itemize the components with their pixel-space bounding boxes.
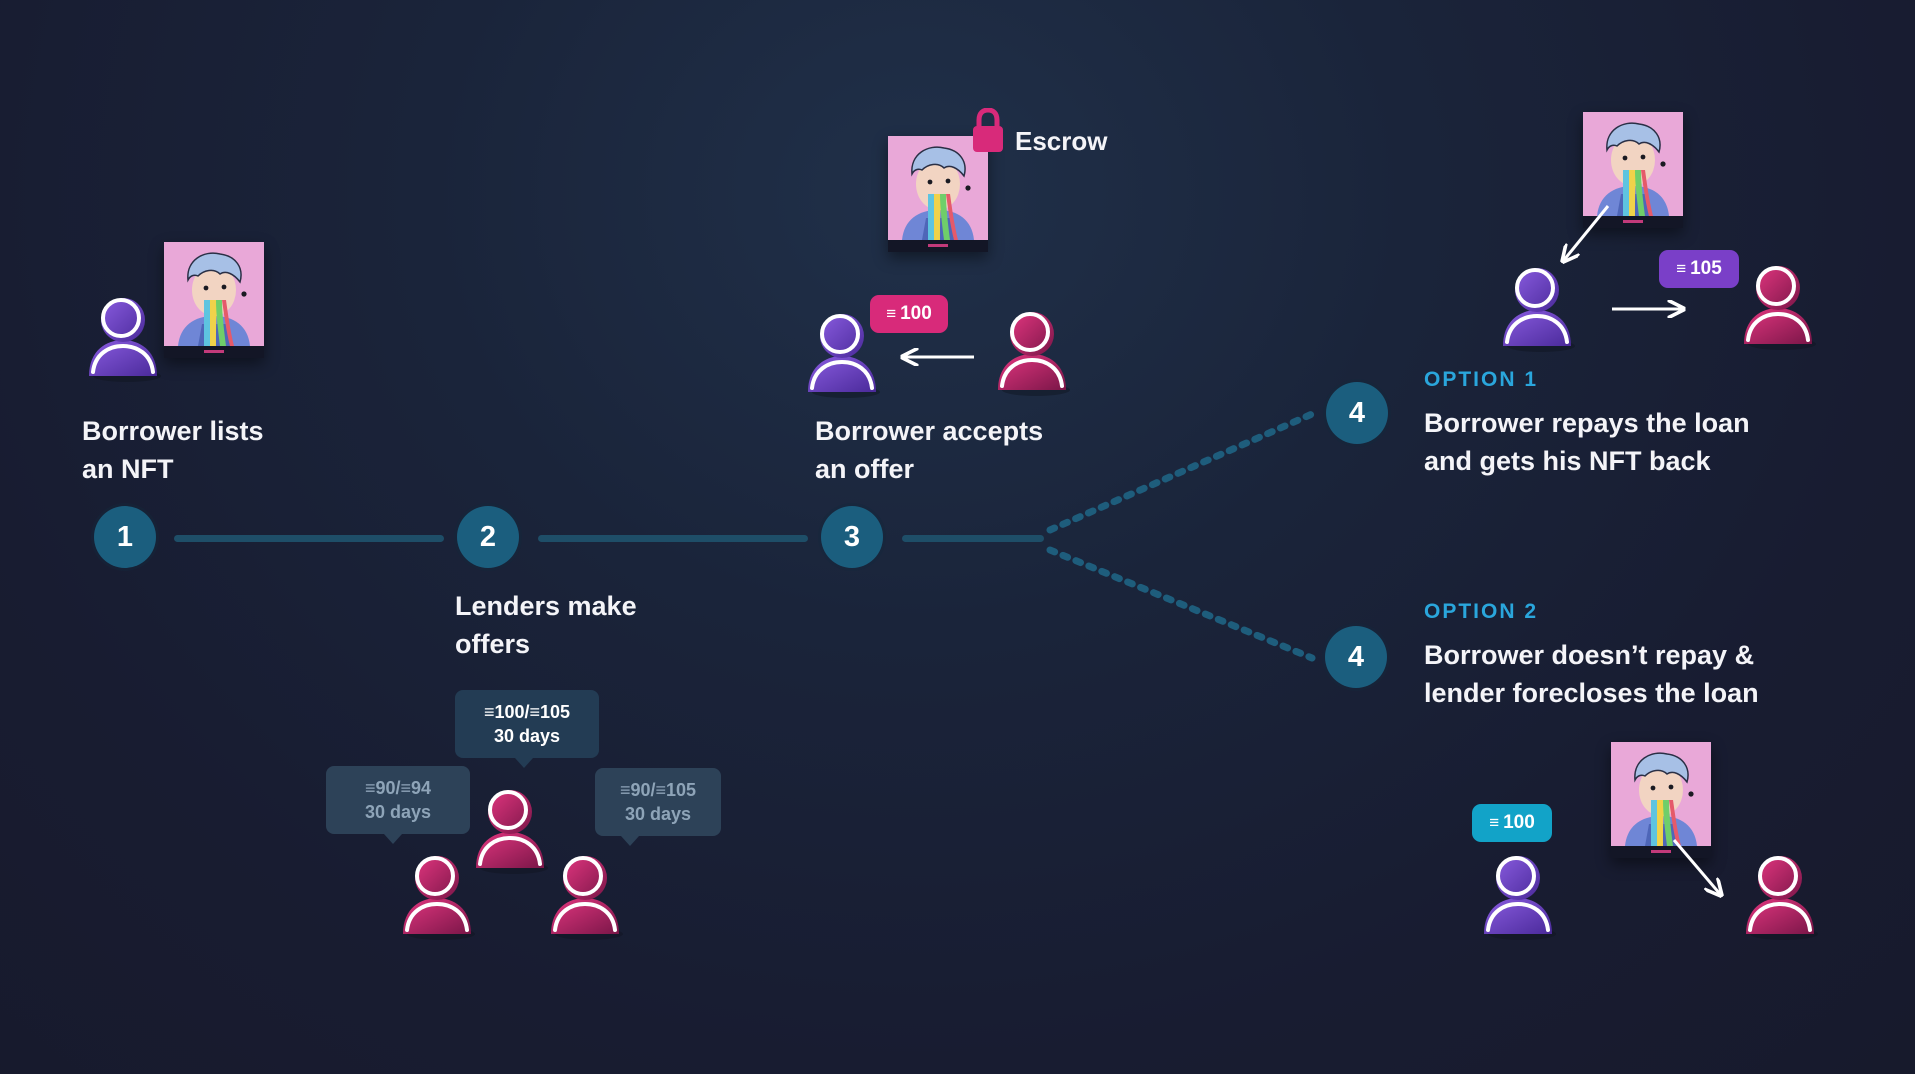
option-2-loan-amount-badge: ≡100: [1472, 804, 1552, 842]
step-4-option-2-circle: 4: [1325, 626, 1387, 688]
accepted-amount-badge: ≡100: [870, 295, 948, 333]
offer-bubble-2: ≡100/≡105 30 days: [455, 690, 599, 768]
borrower-user-icon-step3: [802, 308, 882, 398]
step-2-number: 2: [479, 520, 497, 553]
lender-user-icon-left: [397, 850, 477, 940]
lender-user-icon-right: [545, 850, 625, 940]
lender-user-icon-center: [470, 784, 550, 874]
option-2-arrow-down-right-icon: [1672, 839, 1730, 902]
borrower-user-icon: [83, 292, 163, 382]
accepted-amount-value: 100: [900, 303, 932, 324]
offer-2-duration: 30 days: [493, 726, 561, 746]
option-2-lender-user-icon: [1740, 850, 1820, 940]
lock-icon: [973, 108, 1003, 152]
option-2-nft-card: [1611, 742, 1711, 858]
offer-1-duration: 30 days: [364, 802, 432, 822]
option-1-borrower-user-icon: [1497, 262, 1577, 352]
step-3-number: 3: [843, 520, 861, 553]
step-2-circle: 2: [457, 506, 519, 568]
branch-dotted-lines: [1046, 410, 1316, 662]
option-2-label: Borrower doesn’t repay & lender foreclos…: [1424, 640, 1759, 708]
offer-2-terms: ≡100/≡105: [483, 702, 571, 722]
offer-3-terms: ≡90/≡105: [619, 780, 697, 800]
option-2-loan-amount-value: 100: [1503, 812, 1535, 833]
offer-bubble-1: ≡90/≡94 30 days: [326, 766, 470, 844]
eth-icon: ≡: [886, 304, 897, 323]
step-4a-number: 4: [1348, 396, 1366, 429]
timeline-track-2-3: [538, 535, 808, 542]
arrow-left-icon: [896, 342, 974, 372]
step-1-label: Borrower lists an NFT: [82, 416, 264, 484]
option-1-arrow-down-left-icon: [1554, 205, 1610, 268]
option-1-arrow-right-icon: [1612, 294, 1690, 324]
eth-icon: ≡: [1489, 813, 1500, 832]
offer-3-duration: 30 days: [624, 804, 692, 824]
step-1-number: 1: [116, 520, 134, 553]
escrow-nft-card: [888, 136, 988, 252]
offer-1-terms: ≡90/≡94: [364, 778, 432, 798]
option-1-nft-card: [1583, 112, 1683, 228]
step-3-label: Borrower accepts an offer: [815, 416, 1044, 484]
timeline-track-3-branch: [902, 535, 1044, 542]
timeline-track-1-2: [174, 535, 444, 542]
option-1-repay-amount-badge: ≡105: [1659, 250, 1739, 288]
nft-card: [164, 242, 264, 358]
option-1-title: OPTION 1: [1424, 368, 1539, 391]
lender-user-icon-step3: [992, 306, 1072, 396]
option-1-repay-amount-value: 105: [1690, 258, 1722, 279]
option-1-label: Borrower repays the loan and gets his NF…: [1424, 408, 1750, 476]
eth-icon: ≡: [1676, 259, 1687, 278]
step-4-option-1-circle: 4: [1326, 382, 1388, 444]
step-2-label: Lenders make offers: [455, 591, 637, 659]
step-1-circle: 1: [94, 506, 156, 568]
step-3-circle: 3: [821, 506, 883, 568]
offer-bubble-3: ≡90/≡105 30 days: [595, 768, 721, 846]
escrow-label: Escrow: [1015, 126, 1108, 156]
step-4b-number: 4: [1347, 640, 1365, 673]
option-2-title: OPTION 2: [1424, 600, 1539, 623]
option-2-borrower-user-icon: [1478, 850, 1558, 940]
option-1-lender-user-icon: [1738, 260, 1818, 350]
